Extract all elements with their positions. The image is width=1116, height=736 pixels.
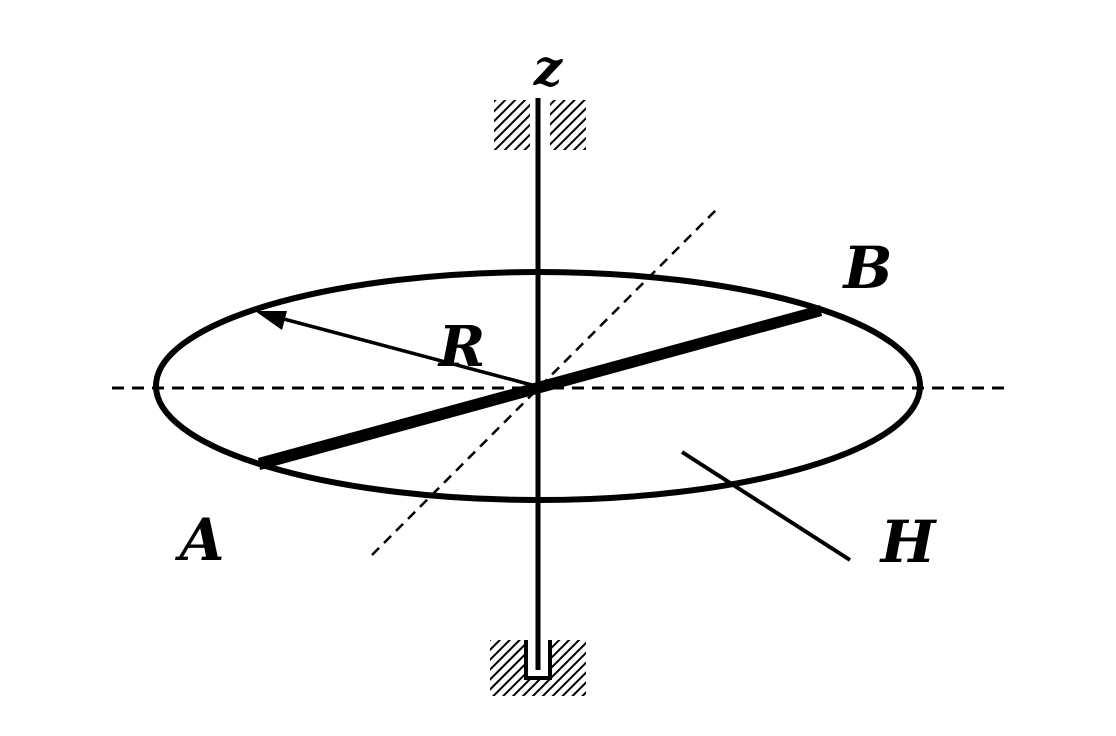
- rod-ab: [258, 305, 822, 470]
- bottom-bearing-support: [490, 640, 586, 696]
- disk-outline: [153, 269, 923, 503]
- radius-arrowhead: [255, 311, 287, 330]
- top-bearing: [494, 100, 586, 150]
- disk-leader-line: [680, 450, 852, 562]
- disk-label: H: [879, 508, 938, 576]
- point-b-label: B: [841, 234, 892, 302]
- radius-arrow-line: [279, 316, 533, 387]
- top-bearing-right-block: [550, 100, 586, 150]
- top-bearing-left-block: [494, 100, 530, 150]
- radius-label: R: [437, 314, 486, 380]
- point-a-label: A: [174, 506, 224, 574]
- axis-label: z: [533, 38, 564, 97]
- bottom-bearing: [490, 640, 586, 696]
- bottom-bearing-socket: [524, 640, 552, 680]
